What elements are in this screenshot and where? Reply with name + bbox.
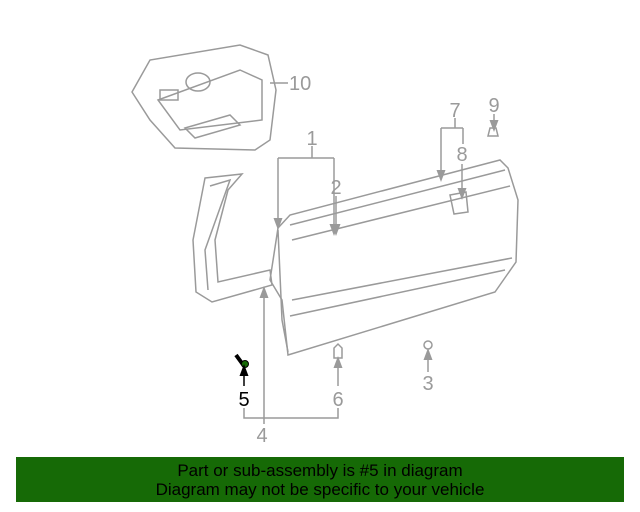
door-shell [269, 159, 519, 356]
callout-9: 9 [488, 95, 499, 117]
part-5-bolt[interactable] [234, 353, 249, 368]
door-weatherstrip [192, 173, 273, 303]
callout-10: 10 [289, 73, 311, 95]
diagram-notice-banner: Part or sub-assembly is #5 in diagram Di… [16, 457, 624, 502]
part-3-clip [423, 340, 433, 350]
banner-line-1: Part or sub-assembly is #5 in diagram [177, 461, 463, 480]
part-6-clip [333, 342, 343, 359]
door-trim-panel [131, 44, 277, 151]
callout-1: 1 [306, 128, 317, 150]
callout-8: 8 [456, 144, 467, 166]
callout-3: 3 [422, 373, 433, 395]
part-9-clip [487, 127, 499, 137]
callout-6: 6 [332, 389, 343, 411]
callout-7: 7 [449, 100, 460, 122]
callout-5[interactable]: 5 [238, 389, 249, 411]
callout-4: 4 [256, 425, 267, 447]
banner-line-2: Diagram may not be specific to your vehi… [155, 480, 485, 499]
callout-2: 2 [330, 177, 341, 199]
